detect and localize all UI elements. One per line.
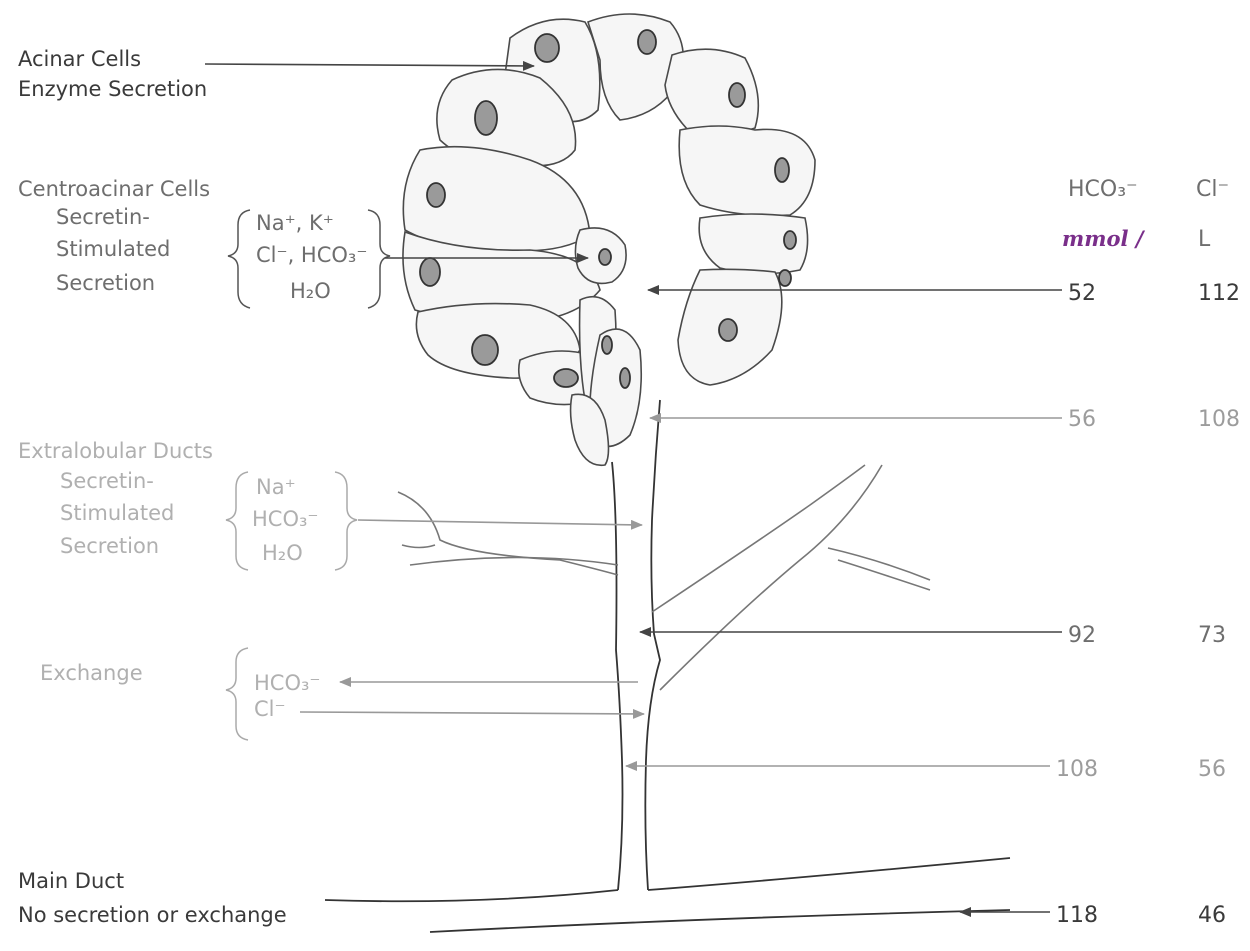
acinar-title: Acinar Cells bbox=[18, 47, 141, 71]
nucleus bbox=[535, 34, 559, 62]
exchange-brace bbox=[226, 648, 248, 740]
nucleus bbox=[620, 368, 630, 388]
centroacinar-line3: Secretion bbox=[56, 271, 155, 295]
nucleus bbox=[427, 183, 445, 207]
nucleus bbox=[779, 270, 791, 286]
centroacinar-ions-2: Cl⁻, HCO₃⁻ bbox=[256, 243, 367, 267]
duct-system bbox=[325, 400, 1010, 932]
hco3-value: 56 bbox=[1068, 407, 1096, 432]
nucleus bbox=[775, 158, 789, 182]
centroacinar-line2: Stimulated bbox=[56, 237, 170, 261]
nucleus bbox=[638, 30, 656, 54]
exchange-title: Exchange bbox=[40, 661, 143, 685]
main-duct-subtitle: No secretion or exchange bbox=[18, 903, 287, 927]
hco3-value: 118 bbox=[1056, 903, 1098, 928]
extralobular-ions-3: H₂O bbox=[262, 541, 303, 565]
extralobular-arrow bbox=[358, 520, 642, 525]
cl-value: 46 bbox=[1198, 903, 1226, 928]
cl-value: 108 bbox=[1198, 407, 1240, 432]
nucleus bbox=[784, 231, 796, 249]
hco3-value: 92 bbox=[1068, 623, 1096, 648]
extralobular-line1: Secretin- bbox=[60, 469, 154, 493]
exchange-ion-1: HCO₃⁻ bbox=[254, 671, 321, 695]
extralobular-title: Extralobular Ducts bbox=[18, 439, 213, 463]
acinar-subtitle: Enzyme Secretion bbox=[18, 77, 207, 101]
cl-column-header: Cl⁻ bbox=[1196, 177, 1229, 202]
unit-label-liter: L bbox=[1198, 227, 1211, 252]
extralobular-ions-2: HCO₃⁻ bbox=[252, 507, 319, 531]
centroacinar-ions-3: H₂O bbox=[290, 279, 331, 303]
nucleus bbox=[420, 258, 440, 286]
nucleus bbox=[729, 83, 745, 107]
extralobular-ions-1: Na⁺ bbox=[256, 475, 296, 499]
centroacinar-left-brace bbox=[228, 210, 250, 308]
cl-value: 73 bbox=[1198, 623, 1226, 648]
cl-value: 112 bbox=[1198, 281, 1240, 306]
acinar-arrow bbox=[205, 64, 534, 66]
centroacinar-ions-1: Na⁺, K⁺ bbox=[256, 211, 334, 235]
nucleus bbox=[475, 101, 497, 135]
extralobular-line3: Secretion bbox=[60, 534, 159, 558]
acinus-illustration bbox=[403, 14, 815, 465]
acinar-cell bbox=[679, 126, 815, 216]
extralobular-right-brace bbox=[335, 472, 357, 570]
hco3-value: 52 bbox=[1068, 281, 1096, 306]
centroacinar-line1: Secretin- bbox=[56, 205, 150, 229]
hco3-value: 108 bbox=[1056, 757, 1098, 782]
cl-value: 56 bbox=[1198, 757, 1226, 782]
unit-label: mmol / bbox=[1062, 226, 1146, 251]
main-duct-title: Main Duct bbox=[18, 869, 124, 893]
centroacinar-title: Centroacinar Cells bbox=[18, 177, 210, 201]
extralobular-line2: Stimulated bbox=[60, 501, 174, 525]
nucleus bbox=[554, 369, 578, 387]
centroacinar-right-brace bbox=[368, 210, 390, 308]
hco3-column-header: HCO₃⁻ bbox=[1068, 177, 1138, 202]
nucleus bbox=[472, 335, 498, 365]
exchange-ion-2: Cl⁻ bbox=[254, 697, 286, 721]
nucleus bbox=[602, 336, 612, 354]
nucleus bbox=[599, 249, 611, 265]
extralobular-left-brace bbox=[226, 472, 248, 570]
nucleus bbox=[719, 319, 737, 341]
exchange-cl-arrow bbox=[300, 712, 644, 714]
